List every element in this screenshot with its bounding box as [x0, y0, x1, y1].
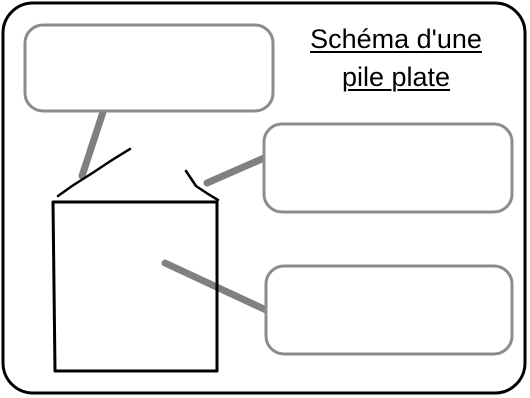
connector-top-left: [78, 108, 107, 180]
battery-body: [51, 200, 219, 373]
connector-right-middle: [203, 154, 268, 187]
label-box-right-middle[interactable]: [262, 122, 514, 214]
title-line-2: pile plate: [341, 62, 451, 92]
battery-tab-left: [56, 147, 132, 198]
battery-tab-right: [184, 169, 220, 202]
label-box-right-bottom[interactable]: [264, 264, 514, 356]
diagram-title: Schéma d'une pile plate: [286, 20, 506, 96]
label-box-top-left[interactable]: [23, 23, 275, 113]
title-line-1: Schéma d'une: [310, 24, 482, 54]
